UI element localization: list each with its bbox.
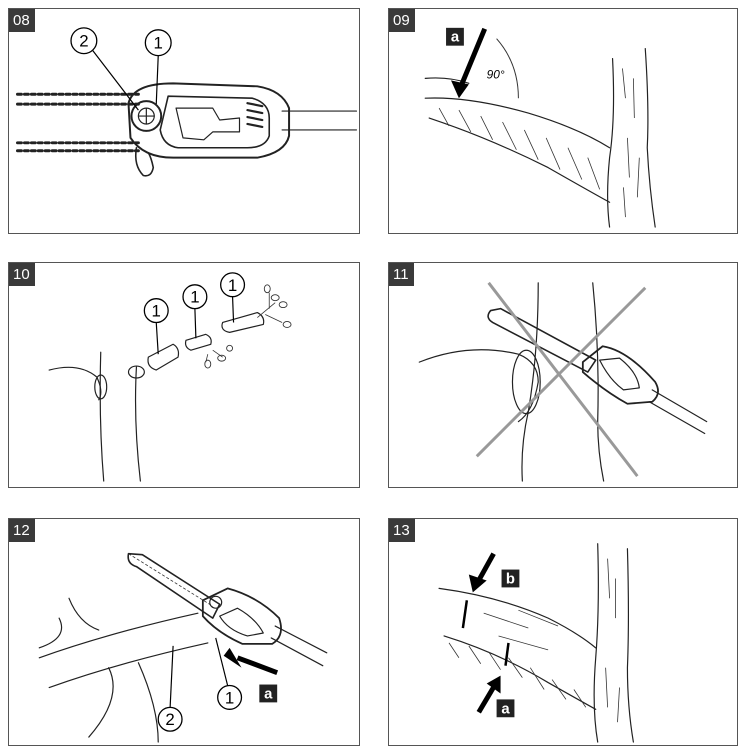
figure-number: 10 [9, 263, 35, 286]
figure-number: 08 [9, 9, 35, 32]
svg-text:b: b [506, 571, 515, 587]
figure-11: 11 [388, 262, 738, 488]
cut-direction-arrow-a [451, 27, 487, 99]
label-a: a [259, 684, 278, 702]
svg-text:a: a [501, 701, 510, 717]
saw-chain [16, 92, 140, 153]
figure-10: 10 1 1 [8, 262, 360, 488]
svg-text:1: 1 [228, 276, 237, 295]
svg-text:1: 1 [225, 688, 234, 707]
svg-text:1: 1 [152, 302, 161, 321]
motor-housing [581, 345, 659, 405]
branch-underside-cut-illustration: a 1 2 [38, 552, 328, 743]
angle-label: 90° [487, 67, 505, 81]
callout-1-first-cut: 1 [143, 298, 169, 355]
svg-text:a: a [451, 30, 460, 46]
label-a: a [496, 699, 515, 717]
figure-09: 09 a 90° [388, 8, 738, 234]
cut-direction-arrow-a [476, 675, 501, 714]
callout-1: 1 [144, 29, 172, 105]
oil-tank-cap [130, 100, 163, 132]
figure-number: 11 [389, 263, 414, 286]
saw-bar [487, 307, 597, 373]
svg-text:a: a [264, 686, 273, 702]
wrong-usage-illustration [418, 281, 708, 482]
figure-12: 12 a 1 2 [8, 518, 360, 746]
push-direction-arrow-a [223, 647, 279, 675]
label-b: b [501, 569, 520, 587]
chainsaw-head-illustration: 2 1 [16, 27, 358, 177]
sectional-branch-cutting-illustration: 1 1 1 [48, 272, 292, 482]
figure-13: 13 b a [388, 518, 738, 746]
figure-number: 13 [389, 519, 415, 542]
svg-text:2: 2 [79, 32, 88, 51]
svg-text:1: 1 [154, 34, 163, 53]
svg-text:2: 2 [165, 710, 174, 729]
branch-cut-illustration: a 90° [424, 27, 656, 228]
prohibited-cross [475, 281, 647, 478]
callout-1: 1 [215, 637, 243, 710]
callout-1-third-cut: 1 [220, 272, 246, 323]
callout-2: 2 [70, 27, 139, 111]
figure-number: 12 [9, 519, 35, 542]
figure-08: 08 2 1 [8, 8, 360, 234]
leaves [204, 284, 292, 369]
callout-2: 2 [157, 645, 183, 732]
callout-1-second-cut: 1 [182, 284, 208, 339]
motor-housing [201, 587, 282, 645]
motor-housing [127, 82, 291, 159]
saw-bar [127, 552, 221, 619]
figure-number: 09 [389, 9, 415, 32]
cut-direction-arrow-b [468, 552, 496, 593]
svg-text:1: 1 [190, 288, 199, 307]
label-a: a [446, 27, 464, 46]
two-cut-branch-illustration: b a [438, 543, 634, 743]
